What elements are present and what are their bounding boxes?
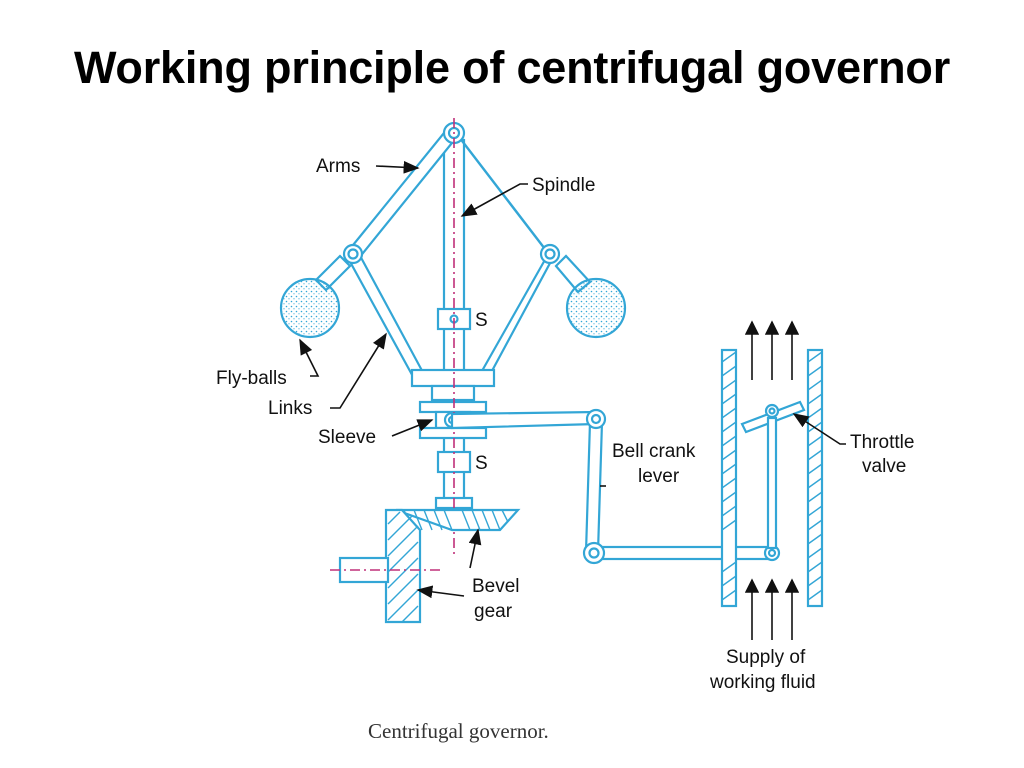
flow-arrows-in (744, 578, 800, 640)
bevel-gear (330, 508, 521, 624)
label-supply-line2: working fluid (709, 672, 816, 693)
label-lower-stop: S (475, 453, 488, 474)
flow-arrows-out (744, 320, 800, 380)
sleeve-collar (410, 368, 496, 402)
label-bell-crank-line2: lever (638, 466, 680, 487)
bell-crank-lever (450, 408, 607, 554)
label-arms: Arms (316, 156, 360, 177)
page-title: Working principle of centrifugal governo… (73, 42, 951, 93)
connecting-rod (582, 541, 781, 565)
figure-caption: Centrifugal governor. (368, 719, 549, 743)
label-spindle: Spindle (532, 175, 595, 196)
fluid-pipe (720, 348, 824, 608)
label-sleeve: Sleeve (318, 427, 376, 448)
label-links: Links (268, 398, 312, 419)
label-bell-crank-line1: Bell crank (612, 441, 696, 462)
label-throttle-line1: Throttle (850, 432, 914, 453)
fly-balls (279, 277, 627, 339)
label-pointers (299, 160, 846, 599)
label-bevel-line1: Bevel (472, 576, 520, 597)
label-throttle-line2: valve (862, 456, 906, 477)
label-upper-stop: S (475, 310, 488, 331)
label-bevel-line2: gear (474, 601, 513, 622)
label-supply-line1: Supply of (726, 647, 806, 668)
label-fly-balls: Fly-balls (216, 368, 287, 389)
